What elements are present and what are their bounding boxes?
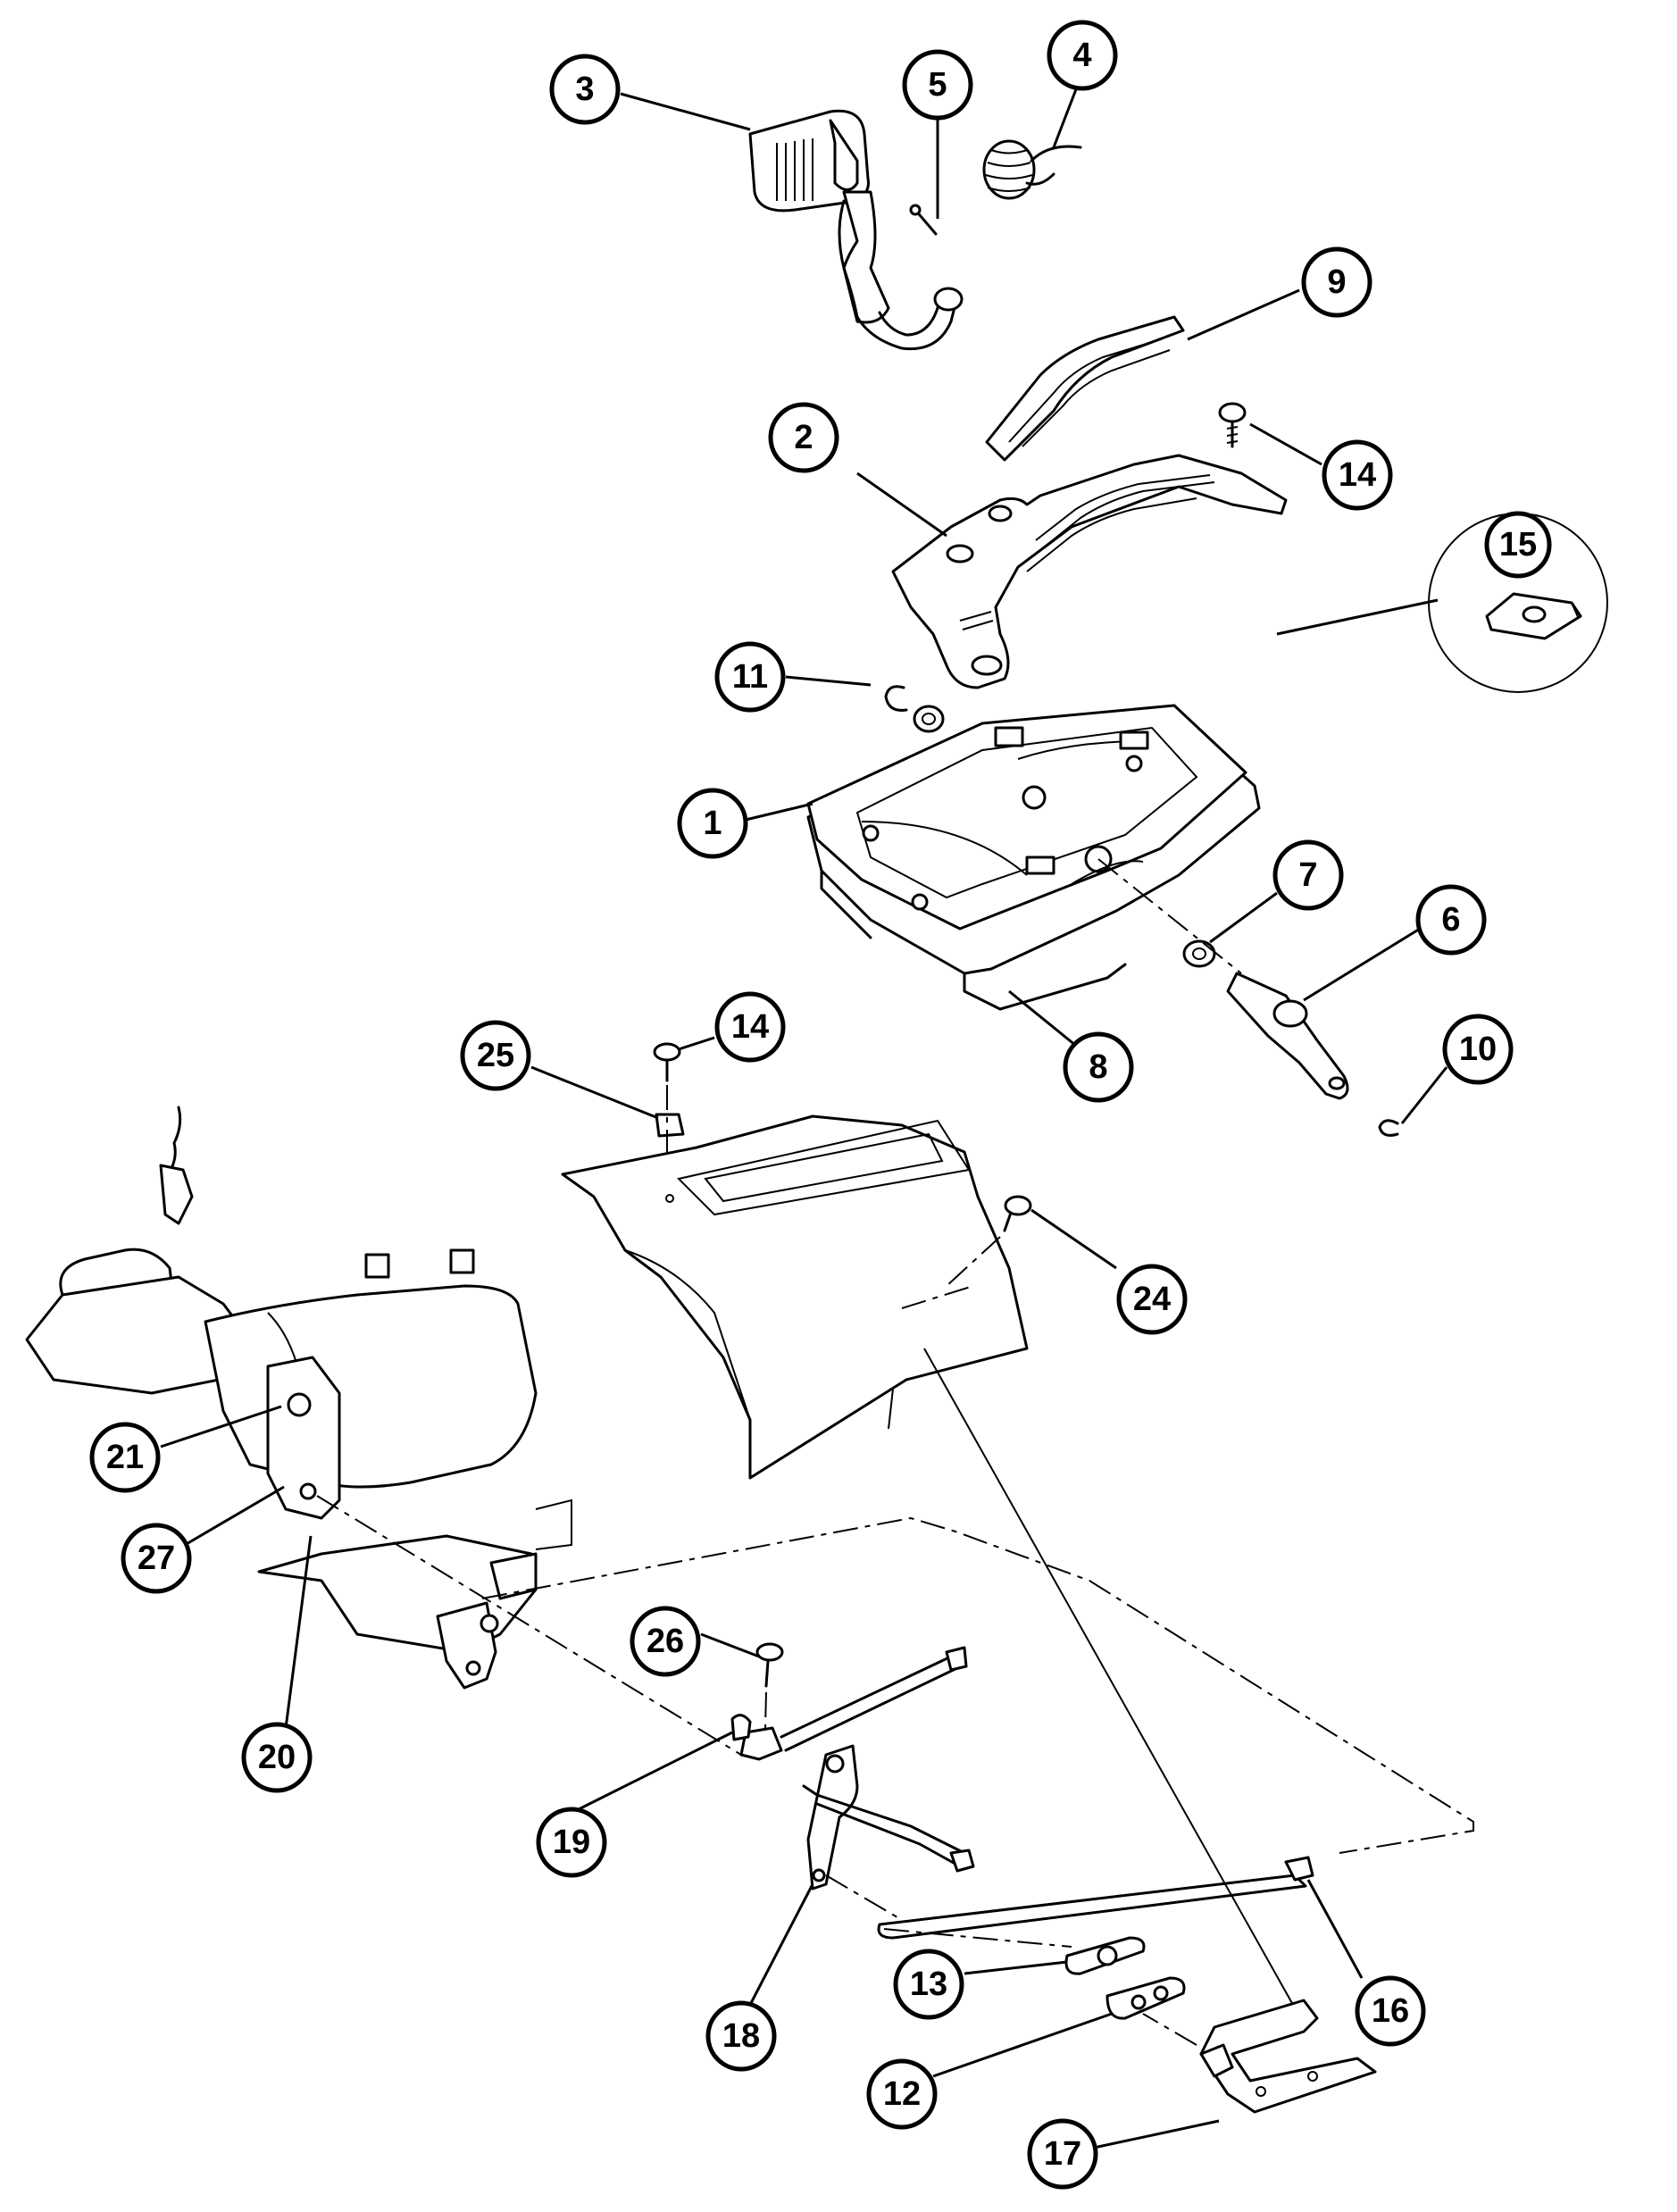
callout-label: 7 bbox=[1298, 856, 1317, 894]
callout-15: 15 bbox=[1484, 511, 1552, 579]
floor-cover-part bbox=[561, 1114, 1029, 1480]
clip-detail-circle bbox=[1428, 513, 1608, 693]
shifter-housing-part bbox=[806, 704, 1261, 1011]
callout-4: 4 bbox=[1047, 20, 1118, 91]
callout-label: 2 bbox=[794, 419, 813, 456]
callout-label: 21 bbox=[106, 1439, 144, 1476]
spring-part bbox=[982, 139, 1082, 200]
callout-label: 9 bbox=[1327, 263, 1346, 301]
callout-18: 18 bbox=[705, 2000, 777, 2072]
callout-11: 11 bbox=[714, 641, 786, 713]
callout-25: 25 bbox=[460, 1020, 531, 1091]
callout-label: 6 bbox=[1441, 901, 1460, 939]
callout-label: 16 bbox=[1372, 1992, 1409, 2030]
callout-16: 16 bbox=[1355, 1975, 1426, 2047]
callout-label: 17 bbox=[1044, 2135, 1081, 2173]
floor-pan-outline bbox=[481, 1516, 1474, 1854]
callout-label: 14 bbox=[1339, 456, 1376, 494]
rod-16-part bbox=[825, 1856, 1314, 1948]
link-plate-12-part bbox=[1105, 1976, 1186, 2020]
callout-6: 6 bbox=[1415, 884, 1487, 956]
callout-17: 17 bbox=[1027, 2118, 1098, 2190]
screw-24-part bbox=[946, 1195, 1032, 1287]
callout-19: 19 bbox=[536, 1807, 607, 1878]
callout-21: 21 bbox=[89, 1422, 161, 1493]
callout-13: 13 bbox=[893, 1949, 964, 2020]
leader-lines bbox=[160, 88, 1448, 2149]
adjuster-lever-part bbox=[802, 1744, 975, 1891]
gate-plate-part bbox=[985, 315, 1185, 462]
callout-14-lower: 14 bbox=[714, 991, 786, 1063]
clip-10-part bbox=[1378, 1119, 1399, 1137]
callout-label: 5 bbox=[928, 66, 947, 104]
callout-2: 2 bbox=[768, 402, 839, 473]
callout-12: 12 bbox=[866, 2058, 938, 2130]
shift-lever-part bbox=[748, 109, 964, 351]
shift-arm-part bbox=[1226, 972, 1349, 1100]
callout-26: 26 bbox=[630, 1606, 701, 1677]
callout-label: 20 bbox=[258, 1739, 296, 1776]
callout-5: 5 bbox=[902, 49, 973, 121]
screw-part bbox=[1218, 402, 1247, 448]
callout-label: 25 bbox=[477, 1037, 514, 1074]
washer-7-part bbox=[1182, 939, 1216, 968]
callout-label: 8 bbox=[1089, 1048, 1107, 1086]
callout-label: 13 bbox=[910, 1966, 947, 2003]
callout-label: 10 bbox=[1459, 1031, 1497, 1068]
callout-20: 20 bbox=[241, 1722, 313, 1793]
mount-bracket-part bbox=[1142, 1999, 1377, 2114]
callout-label: 4 bbox=[1072, 37, 1091, 74]
swivel-rod-part bbox=[730, 1646, 968, 1761]
screw-26-part bbox=[755, 1642, 784, 1729]
callout-10: 10 bbox=[1442, 1014, 1514, 1085]
callout-7: 7 bbox=[1272, 839, 1344, 911]
callout-label: 3 bbox=[575, 71, 594, 108]
callout-label: 12 bbox=[883, 2075, 921, 2113]
callout-label: 24 bbox=[1133, 1281, 1171, 1318]
callout-27: 27 bbox=[121, 1523, 192, 1594]
callout-label: 15 bbox=[1499, 526, 1537, 563]
callout-label: 11 bbox=[732, 658, 768, 696]
callout-9: 9 bbox=[1301, 246, 1372, 318]
callout-24: 24 bbox=[1116, 1264, 1188, 1335]
callout-label: 26 bbox=[647, 1623, 684, 1660]
callout-1: 1 bbox=[677, 788, 748, 859]
link-plate-13-part bbox=[1064, 1936, 1146, 1975]
callout-14-top: 14 bbox=[1322, 439, 1393, 511]
pin-part bbox=[909, 204, 938, 236]
transmission-part bbox=[25, 1106, 572, 1690]
callout-label: 18 bbox=[722, 2017, 760, 2055]
washer-part bbox=[913, 705, 945, 733]
retainer-clip-part bbox=[884, 685, 908, 712]
callout-label: 27 bbox=[138, 1540, 175, 1577]
shift-bracket-part bbox=[891, 454, 1288, 689]
callout-3: 3 bbox=[549, 54, 621, 125]
callout-8: 8 bbox=[1063, 1031, 1134, 1103]
callout-label: 1 bbox=[703, 805, 722, 842]
screw-nut-part bbox=[653, 1042, 685, 1197]
callout-label: 19 bbox=[553, 1824, 590, 1861]
callout-label: 14 bbox=[731, 1008, 769, 1046]
